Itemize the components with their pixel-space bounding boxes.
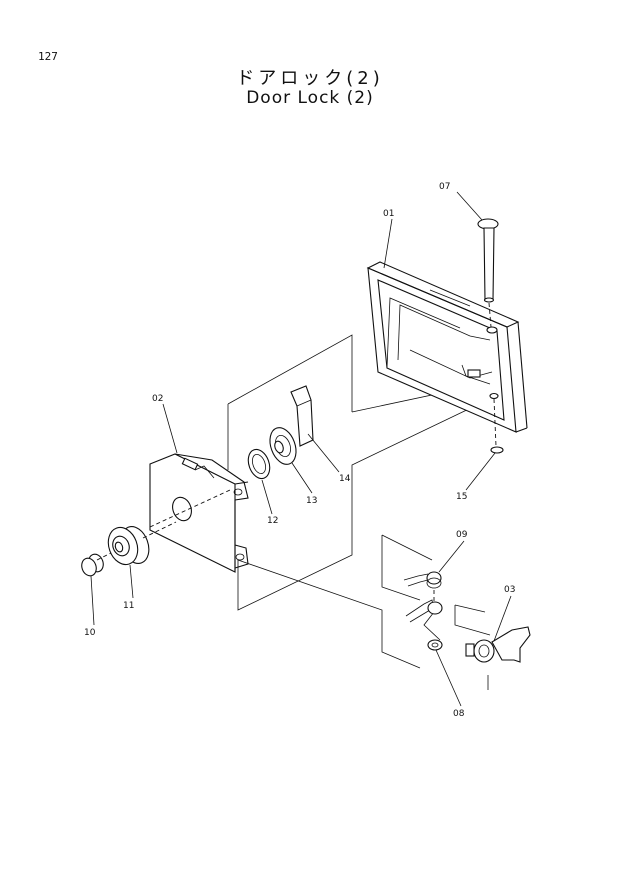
callout-01: 01: [383, 209, 394, 219]
part-14-latch-plate: [290, 385, 314, 447]
part-10-key-plug: [81, 552, 112, 577]
part-13-bushing: [269, 427, 297, 465]
callout-12: 12: [267, 516, 278, 526]
part-12-ring: [247, 448, 271, 480]
part-07-pin: [477, 218, 499, 328]
callout-07: 07: [439, 182, 450, 192]
callout-11: 11: [123, 601, 134, 611]
callout-08: 08: [453, 709, 465, 719]
page-title-english: Door Lock (2): [246, 88, 374, 108]
page-number: 127: [38, 50, 58, 63]
assembly-frame-lines: [227, 334, 499, 690]
callout-13: 13: [306, 496, 317, 506]
part-15-clip: [490, 398, 504, 454]
callout-15: 15: [456, 492, 467, 502]
callout-09: 09: [456, 530, 468, 540]
page-title-japanese: ドアロック(2): [236, 68, 384, 89]
leader-lines: [90, 191, 512, 707]
callout-03: 03: [504, 585, 515, 595]
part-11-cylinder: [107, 521, 177, 566]
callout-14: 14: [339, 474, 351, 484]
callout-labels: 07 01 02 14 13 12 15 11 10 09 03 08: [84, 182, 515, 719]
part-02-bracket: [149, 453, 249, 573]
part-01-housing: [366, 261, 528, 433]
part-08-spring: [405, 599, 443, 651]
part-03-lever: [465, 626, 531, 663]
callout-02: 02: [152, 394, 163, 404]
part-09-spring: [403, 571, 442, 602]
callout-10: 10: [84, 628, 96, 638]
